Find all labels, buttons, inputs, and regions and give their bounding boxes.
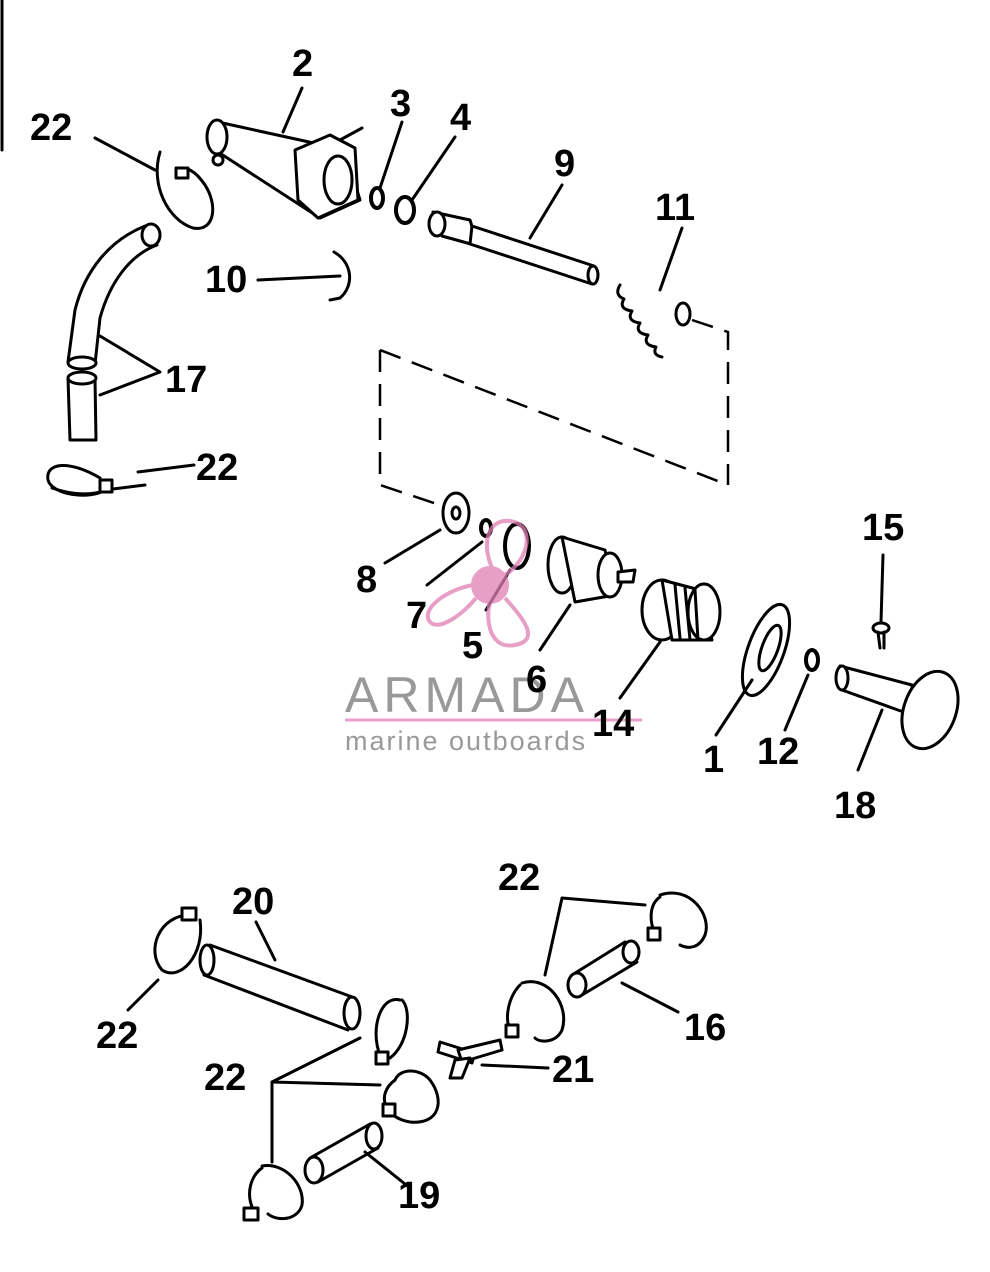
callout-17: 17 — [165, 359, 207, 401]
part-17-hoses — [66, 222, 162, 442]
brand-tagline: marine outboards — [345, 726, 587, 756]
part-22-clamp-mid — [46, 464, 147, 497]
callout-12: 12 — [757, 731, 799, 773]
callout-22-upper-right: 22 — [498, 857, 540, 899]
callout-16: 16 — [684, 1007, 726, 1049]
brand-name: ARMADA — [345, 667, 589, 723]
part-22-clamp-lower-mid — [381, 1069, 440, 1124]
callout-8: 8 — [356, 559, 377, 601]
part-9-valve-stem — [427, 210, 600, 286]
exploded-line-diag — [379, 348, 729, 487]
callout-3: 3 — [390, 83, 411, 125]
propeller-logo-icon — [425, 518, 530, 648]
part-21-tee-fitting — [436, 1038, 504, 1080]
part-22-clamp-bottom — [242, 1164, 304, 1222]
part-22-clamp-top-right — [646, 891, 708, 949]
callout-22-lower-left: 22 — [96, 1015, 138, 1057]
part-22-clamp-top — [155, 150, 215, 230]
callout-4: 4 — [450, 97, 471, 139]
part-2-housing — [205, 118, 364, 220]
part-22-clamp-bottom-left — [153, 906, 203, 975]
part-22-clamp-right-mid — [504, 980, 566, 1043]
callout-1: 1 — [703, 739, 724, 781]
part-10-retaining-ring — [328, 250, 351, 302]
callout-labels: 2 3 4 9 11 22 10 17 22 8 7 5 6 14 1 12 1… — [30, 43, 904, 1217]
part-14-threaded-fitting — [640, 578, 722, 642]
part-19-short-hose — [303, 1121, 384, 1185]
part-3-small-o-ring — [369, 186, 385, 210]
part-18-knob — [834, 664, 960, 751]
armada-watermark: ARMADA marine outboards — [345, 518, 642, 756]
callout-15: 15 — [862, 507, 904, 549]
part-20-long-hose — [198, 943, 362, 1032]
leader-lines — [93, 86, 885, 1190]
callout-18: 18 — [834, 785, 876, 827]
callout-22-mid: 22 — [196, 447, 238, 489]
exploded-line-right — [691, 318, 730, 485]
exploded-line-left — [378, 350, 441, 507]
part-8-washer — [441, 491, 471, 535]
callout-2: 2 — [292, 43, 313, 85]
callout-6: 6 — [526, 659, 547, 701]
callout-10: 10 — [205, 259, 247, 301]
callout-20: 20 — [232, 881, 274, 923]
part-16-hose — [566, 939, 641, 999]
callout-21: 21 — [552, 1049, 594, 1091]
callout-14: 14 — [592, 703, 634, 745]
callout-22-lower-mid: 22 — [204, 1057, 246, 1099]
callout-11: 11 — [655, 187, 695, 229]
part-12-o-ring — [804, 648, 820, 672]
callout-19: 19 — [398, 1175, 440, 1217]
callout-7: 7 — [406, 595, 427, 637]
callout-9: 9 — [554, 143, 575, 185]
part-1-nut — [740, 602, 792, 698]
part-22-clamp-center — [374, 998, 409, 1066]
part-11-spring — [616, 283, 692, 359]
part-15-screw — [871, 621, 891, 650]
callout-22-top: 22 — [30, 107, 72, 149]
part-6-valve-body — [546, 535, 637, 604]
part-4-o-ring — [394, 195, 416, 225]
callout-5: 5 — [462, 625, 483, 667]
